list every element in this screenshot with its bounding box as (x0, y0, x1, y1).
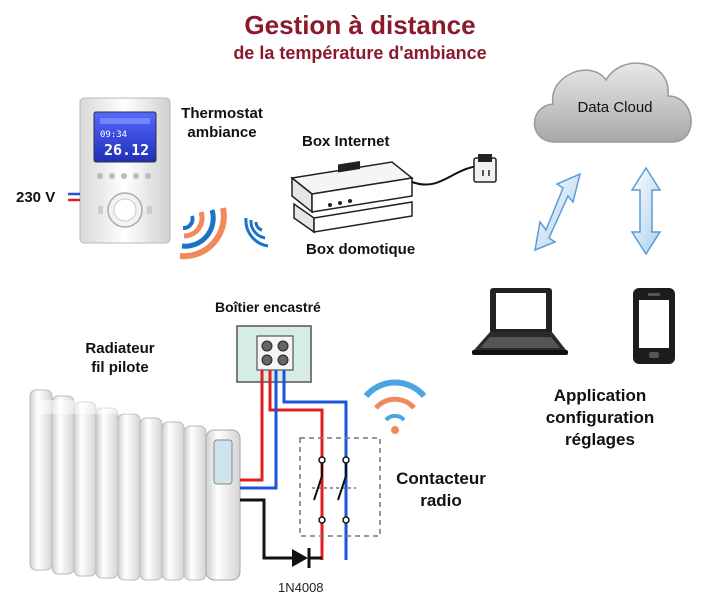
relay-switch-icon (299, 437, 381, 537)
diode-icon (292, 548, 311, 568)
svg-text:26.12: 26.12 (104, 141, 149, 159)
power-plug-icon (411, 154, 497, 186)
box-domotique-label: Box domotique (306, 241, 416, 258)
diagram-title: Gestion à distance (244, 10, 476, 40)
wifi-icon (244, 217, 269, 248)
radiator-icon (29, 389, 241, 581)
data-cloud-label: Data Cloud (577, 99, 653, 116)
diode-label: 1N4008 (278, 580, 324, 595)
diagram-subtitle: de la température d'ambiance (233, 43, 487, 63)
laptop-icon (472, 288, 568, 355)
wiring (240, 370, 348, 560)
application-label: Application configuration réglages (545, 386, 655, 449)
mains-marker (68, 192, 80, 202)
thermostat-lcd-text: 09:34 26.12 (100, 130, 149, 159)
smartphone-icon (633, 288, 675, 364)
thermostat-label: Thermostat ambiance (181, 105, 263, 141)
radiateur-label: Radiateur fil pilote (85, 340, 155, 376)
sync-arrow-icon (534, 172, 582, 252)
wifi-icon (179, 207, 227, 260)
wifi-icon (363, 379, 427, 434)
voltage-label: 230 V (16, 189, 56, 206)
terminal-block-icon (236, 325, 312, 383)
sync-arrow-icon (630, 166, 662, 256)
router-icon (290, 160, 414, 234)
boitier-label: Boîtier encastré (215, 299, 321, 315)
contacteur-label: Contacteur radio (396, 469, 486, 510)
svg-text:09:34: 09:34 (100, 130, 127, 140)
box-internet-label: Box Internet (302, 133, 390, 150)
cloud-icon (533, 62, 692, 143)
thermostat-icon (79, 97, 171, 244)
